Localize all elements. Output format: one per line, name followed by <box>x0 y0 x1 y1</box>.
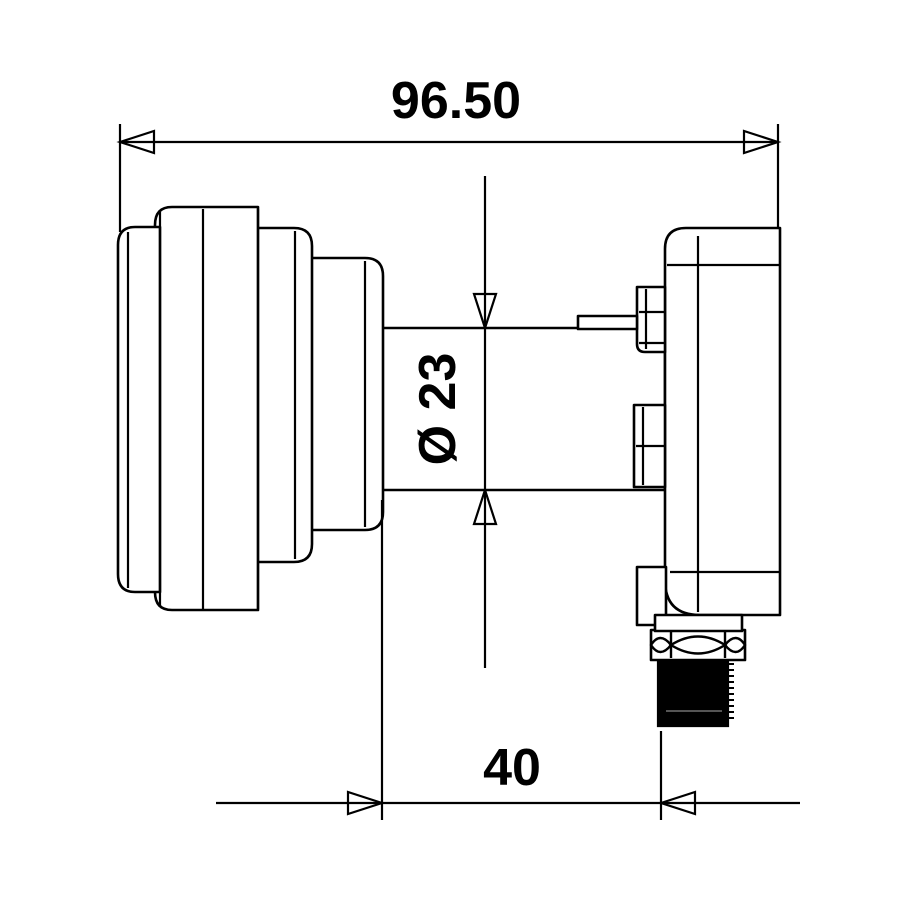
dimension-connector-offset: 40 <box>216 500 800 820</box>
right-housing-block <box>663 226 782 617</box>
side-tab-detail-lines <box>639 289 664 349</box>
pin-body <box>576 314 639 331</box>
dimension-shaft-diameter: Ø 23 <box>409 292 498 526</box>
tab-pin <box>576 314 639 331</box>
threaded-stud-body <box>656 659 730 728</box>
hex-nut <box>649 628 747 662</box>
tab-body <box>635 285 667 354</box>
housing-detail-lines <box>667 236 780 612</box>
housing-outline <box>663 226 782 617</box>
hex-nut-chamfer-arcs <box>649 632 747 658</box>
threaded-stud <box>656 659 734 728</box>
body-step-3 <box>303 256 385 532</box>
nut-collar <box>653 613 744 633</box>
dimension-overall-length: 96.50 <box>118 72 780 232</box>
left-body-edge-lines <box>126 209 367 609</box>
dimension-label-offset: 40 <box>483 739 541 797</box>
dimension-label-overall-length: 96.50 <box>391 72 521 130</box>
collar-body <box>653 613 744 633</box>
side-slot-detail-lines <box>636 407 664 485</box>
thread-serrations <box>728 663 734 719</box>
dimension-label-diameter: Ø 23 <box>409 353 467 466</box>
side-mounting-tab <box>635 285 667 354</box>
hex-nut-body <box>649 628 747 662</box>
diameter-label-group: Ø 23 <box>409 353 467 466</box>
body-step-2 <box>251 226 314 564</box>
body-step-1-main-cylinder <box>153 205 260 612</box>
body-end-flange <box>116 225 162 594</box>
